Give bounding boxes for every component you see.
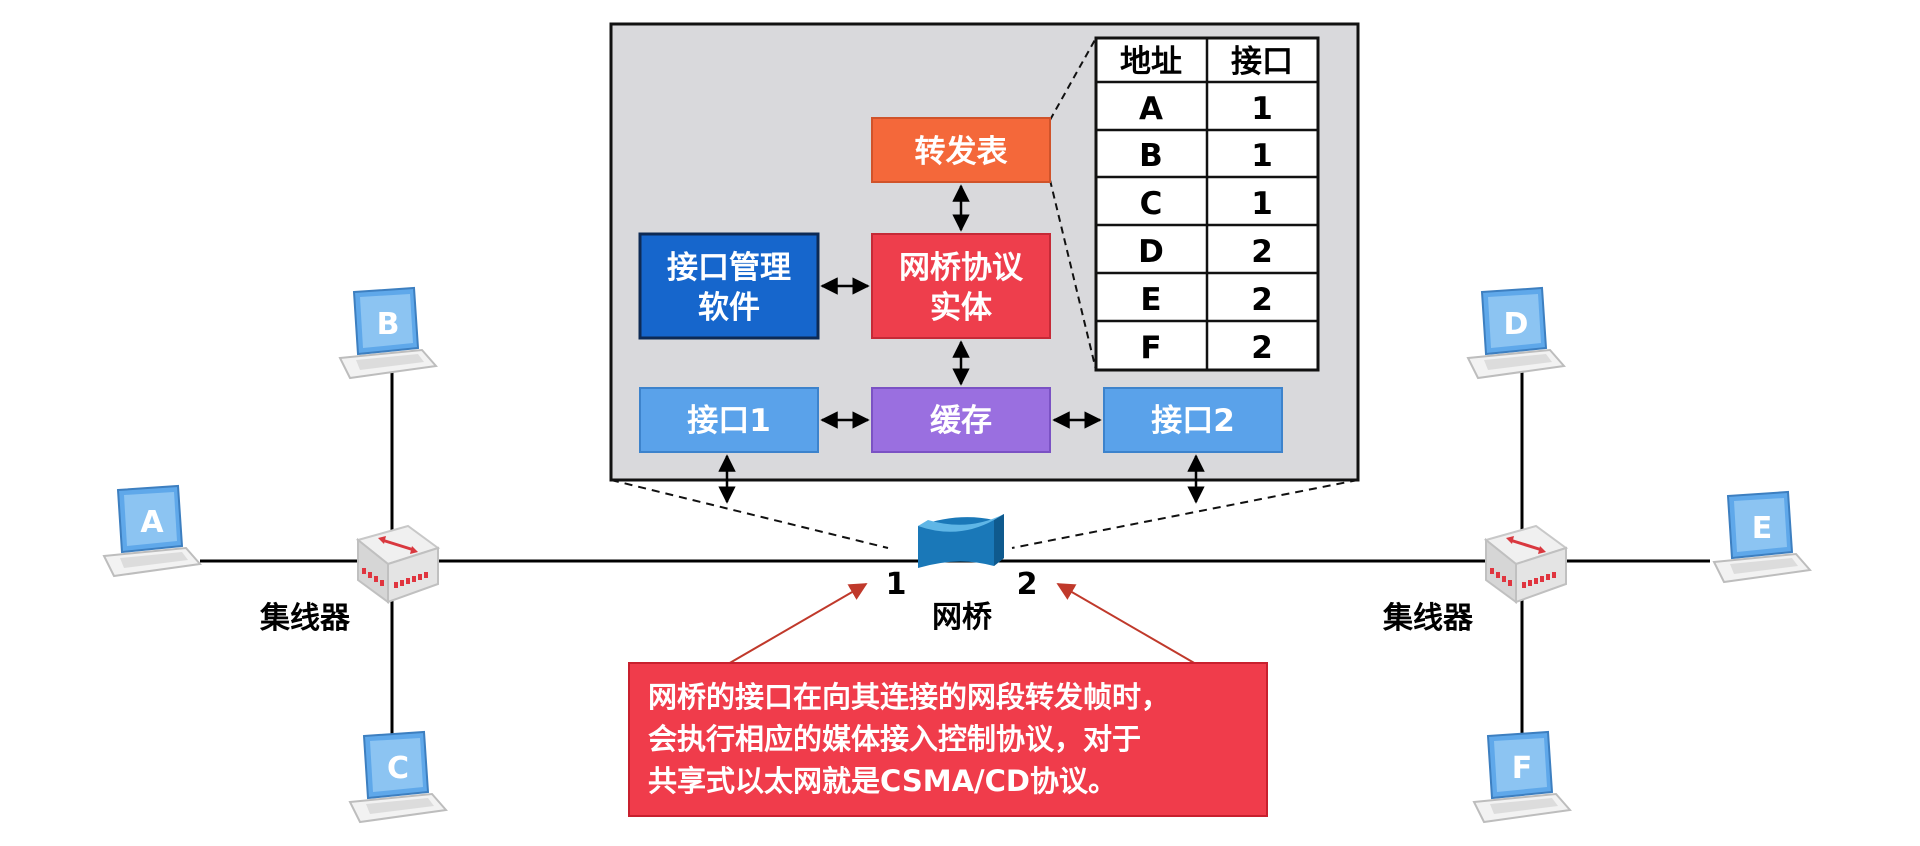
bridge-port-2-label: 2 — [1017, 567, 1038, 602]
table-cell-addr: A — [1139, 91, 1163, 127]
csma-cd-callout: 网桥的接口在向其连接的网段转发帧时， 会执行相应的媒体接入控制协议，对于 共享式… — [628, 662, 1268, 817]
table-header-port: 接口 — [1231, 44, 1293, 80]
callout-pointers — [727, 583, 1197, 665]
forwarding-table: 地址 接口 A 1 B 1 C 1 D 2 E 2 F 2 — [1094, 36, 1320, 372]
interface-management-box: 接口管理 软件 — [638, 232, 820, 340]
hub-left — [356, 524, 440, 604]
callout-line-2: 会执行相应的媒体接入控制协议，对于 — [648, 722, 1142, 756]
host-a-laptop: A — [103, 485, 201, 577]
svg-text:接口2: 接口2 — [1151, 403, 1235, 439]
table-cell-port: 1 — [1251, 91, 1273, 127]
host-c-laptop: C — [349, 731, 447, 823]
table-cell-port: 1 — [1251, 138, 1273, 174]
host-b-label: B — [377, 307, 400, 342]
table-zoom-line-bottom — [1049, 179, 1097, 371]
svg-text:网桥协议: 网桥协议 — [899, 250, 1024, 286]
host-d-laptop: D — [1467, 287, 1565, 379]
table-cell-addr: B — [1139, 138, 1163, 174]
table-cell-addr: E — [1140, 282, 1161, 318]
zoom-line-right — [1011, 479, 1359, 549]
table-cell-addr: C — [1140, 186, 1163, 222]
bridge-device — [918, 514, 1004, 568]
svg-text:软件: 软件 — [698, 290, 760, 326]
table-header-address: 地址 — [1120, 44, 1182, 80]
forwarding-table-box: 转发表 — [871, 117, 1051, 183]
host-c-label: C — [387, 751, 409, 786]
svg-text:接口1: 接口1 — [687, 403, 771, 439]
host-a-label: A — [140, 505, 164, 540]
host-b-laptop: B — [339, 287, 437, 379]
svg-text:接口管理: 接口管理 — [667, 250, 791, 286]
hub-left-label: 集线器 — [259, 601, 351, 636]
hub-right-label: 集线器 — [1382, 601, 1474, 636]
table-cell-port: 2 — [1251, 282, 1273, 318]
bridge-port-1-label: 1 — [886, 567, 907, 602]
table-cell-port: 2 — [1251, 234, 1273, 270]
table-cell-addr: F — [1140, 330, 1161, 366]
host-e-laptop: E — [1713, 491, 1811, 583]
buffer-box: 缓存 — [871, 387, 1051, 453]
host-e-label: E — [1752, 511, 1773, 546]
bridge-protocol-entity-box: 网桥协议 实体 — [871, 233, 1051, 339]
table-cell-port: 2 — [1251, 330, 1273, 366]
svg-text:实体: 实体 — [930, 290, 992, 326]
svg-text:转发表: 转发表 — [915, 134, 1008, 170]
host-d-label: D — [1504, 307, 1529, 342]
table-zoom-line-top — [1049, 37, 1097, 121]
table-cell-addr: D — [1138, 234, 1164, 270]
interface-2-box: 接口2 — [1103, 387, 1283, 453]
module-arrows — [718, 184, 1205, 504]
zoom-line-left — [610, 479, 889, 549]
callout-line-3: 共享式以太网就是CSMA/CD协议。 — [648, 764, 1117, 798]
table-cell-port: 1 — [1251, 186, 1273, 222]
callout-line-1: 网桥的接口在向其连接的网段转发帧时， — [648, 680, 1171, 714]
host-f-label: F — [1512, 751, 1533, 786]
interface-1-box: 接口1 — [639, 387, 819, 453]
host-f-laptop: F — [1473, 731, 1571, 823]
svg-text:缓存: 缓存 — [930, 403, 992, 439]
bridge-label: 网桥 — [932, 600, 992, 635]
hub-right — [1484, 524, 1568, 604]
